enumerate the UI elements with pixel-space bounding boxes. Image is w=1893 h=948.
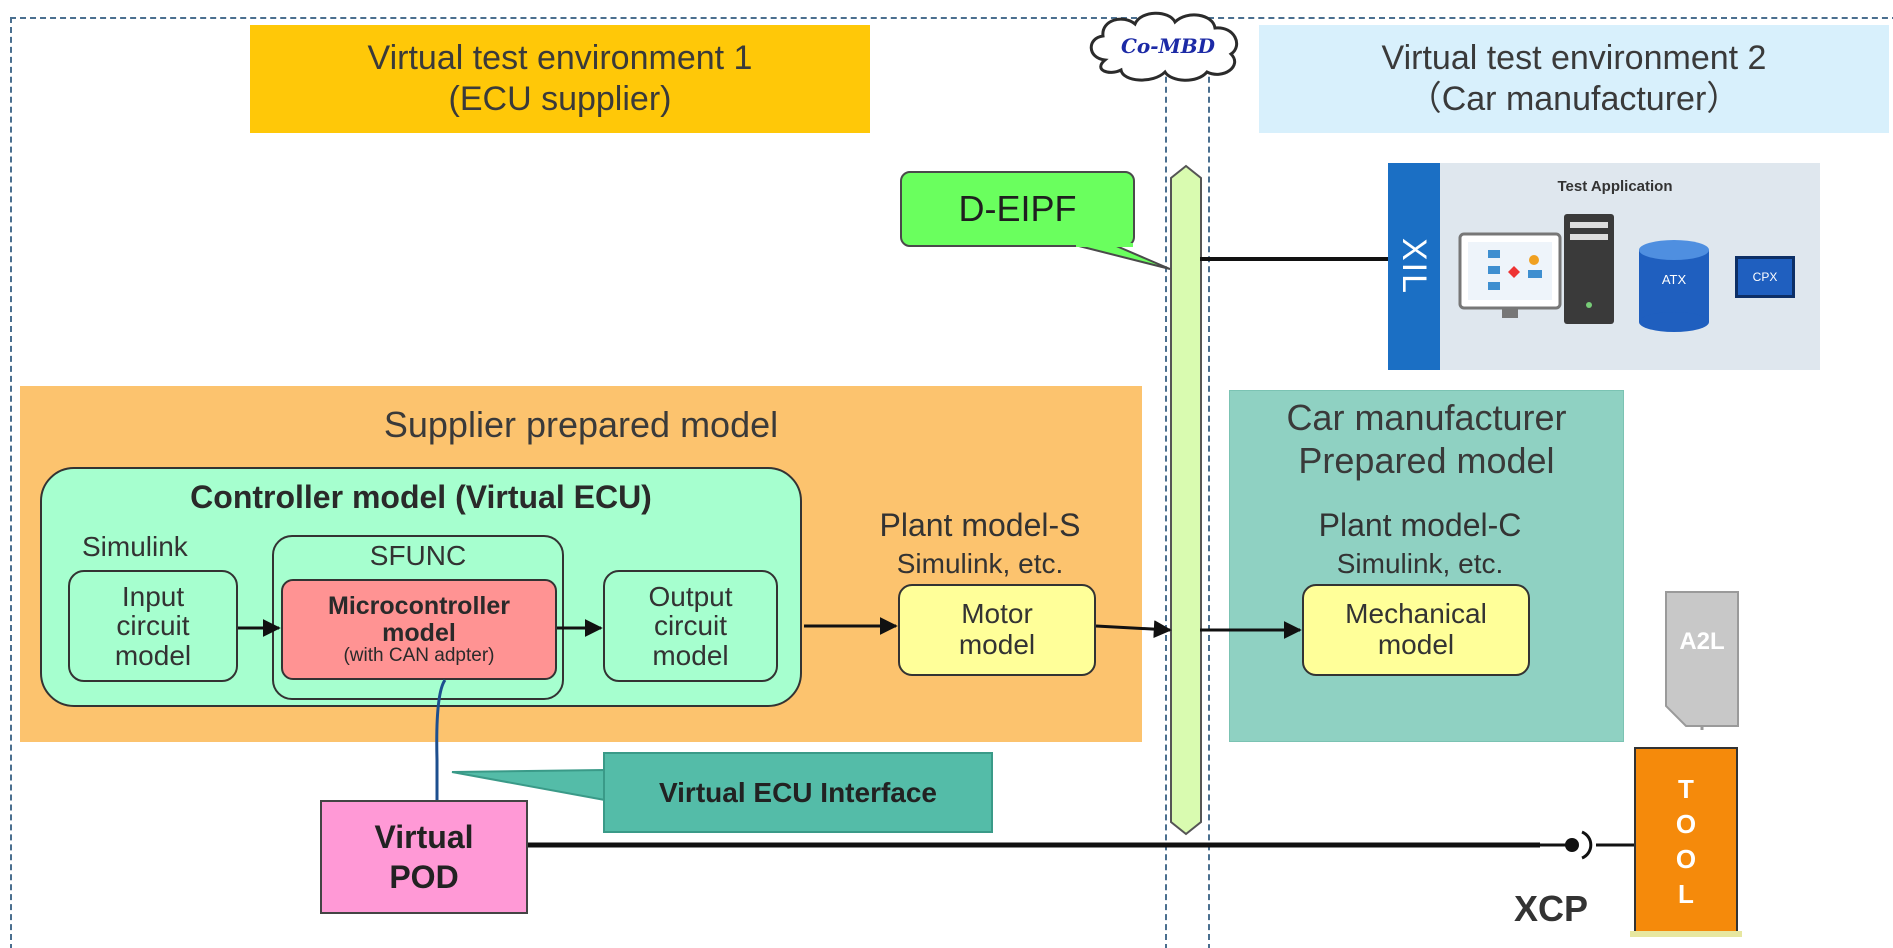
a2l-label: A2L xyxy=(1679,628,1725,655)
input-line3: model xyxy=(114,639,192,671)
line-micro-vpod xyxy=(435,679,447,800)
micro-line3: (with CAN adpter) xyxy=(343,644,495,666)
car-area xyxy=(1229,390,1624,742)
env2-title-line2: （Car manufacturer） xyxy=(1407,80,1741,118)
car-title: Car manufacturer Prepared model xyxy=(1229,396,1624,482)
output-line2: circuit xyxy=(653,610,728,642)
tool-box: T O O L xyxy=(1634,747,1738,937)
supplier-title: Supplier prepared model xyxy=(383,404,779,445)
monitor-icon xyxy=(1458,232,1562,318)
env2-left-border xyxy=(1208,17,1210,948)
output-line1: Output xyxy=(648,580,733,612)
env2-title: Virtual test environment 2 （Car manufact… xyxy=(1259,25,1889,133)
car-title-line1: Car manufacturer xyxy=(1286,397,1567,438)
dei-bus-bar xyxy=(1170,164,1202,836)
virtual-pod-box: Virtual POD xyxy=(320,800,528,914)
dei-bubble: D-EIPF xyxy=(900,171,1135,247)
plant-c-title: Plant model-C xyxy=(1318,507,1522,543)
a2l-document-icon xyxy=(1665,591,1739,730)
xil-strip: XIL xyxy=(1388,163,1440,370)
input-line2: circuit xyxy=(116,610,190,642)
tool-letter-2: O xyxy=(1675,808,1697,839)
tool-letter-1: T xyxy=(1678,773,1694,804)
plant-c-subtitle: Simulink, etc. xyxy=(1336,548,1504,579)
cpx-box: CPX xyxy=(1735,256,1795,298)
motor-line2: model xyxy=(958,629,1036,660)
env1-title: Virtual test environment 1 (ECU supplier… xyxy=(250,25,870,133)
output-line3: model xyxy=(652,639,729,671)
env2-border xyxy=(1208,17,1893,948)
output-circuit-box: Output circuit model xyxy=(603,570,778,682)
env1-title-line1: Virtual test environment 1 xyxy=(367,39,753,78)
micro-line2: model xyxy=(382,618,456,647)
computer-tower-icon xyxy=(1564,214,1614,324)
mech-line1: Mechanical xyxy=(1345,598,1487,630)
simulink-label: Simulink xyxy=(82,531,188,562)
xcp-label: XCP xyxy=(1514,888,1589,929)
micro-line1: Microcontroller xyxy=(328,592,510,621)
input-line1: Input xyxy=(121,580,185,612)
xcp-plug-icon xyxy=(1565,838,1579,852)
controller-title: Controller model (Virtual ECU) xyxy=(190,479,652,515)
tool-letter-3: O xyxy=(1675,844,1697,874)
atx-cylinder-icon xyxy=(1639,240,1709,332)
env1-title-line2: (ECU supplier) xyxy=(448,80,672,118)
car-title-line2: Prepared model xyxy=(1298,440,1555,482)
env2-title-line1: Virtual test environment 2 xyxy=(1381,39,1767,78)
vpod-line1: Virtual xyxy=(374,819,474,855)
plant-s-subtitle: Simulink, etc. xyxy=(896,548,1064,579)
sfunc-label: SFUNC xyxy=(369,540,467,571)
input-circuit-box: Input circuit model xyxy=(68,570,238,682)
cloud-icon xyxy=(1089,11,1238,82)
arrow-motor-bus xyxy=(1095,620,1172,639)
mechanical-model-box: Mechanical model xyxy=(1302,584,1530,676)
motor-model-box: Motor model xyxy=(898,584,1096,676)
vpod-line2: POD xyxy=(389,859,459,895)
test-application-label: Test Application xyxy=(1557,178,1673,195)
mech-line2: model xyxy=(1377,629,1455,660)
tool-letter-4: L xyxy=(1678,879,1694,910)
microcontroller-box: Microcontroller model (with CAN adpter) xyxy=(281,579,557,680)
atx-label: ATX xyxy=(1661,272,1687,287)
env1-border xyxy=(10,17,1167,948)
motor-line1: Motor xyxy=(961,598,1033,630)
cloud-label: Co-MBD xyxy=(1121,34,1215,58)
vei-box: Virtual ECU Interface xyxy=(603,752,993,833)
plant-s-title: Plant model-S xyxy=(879,507,1081,543)
